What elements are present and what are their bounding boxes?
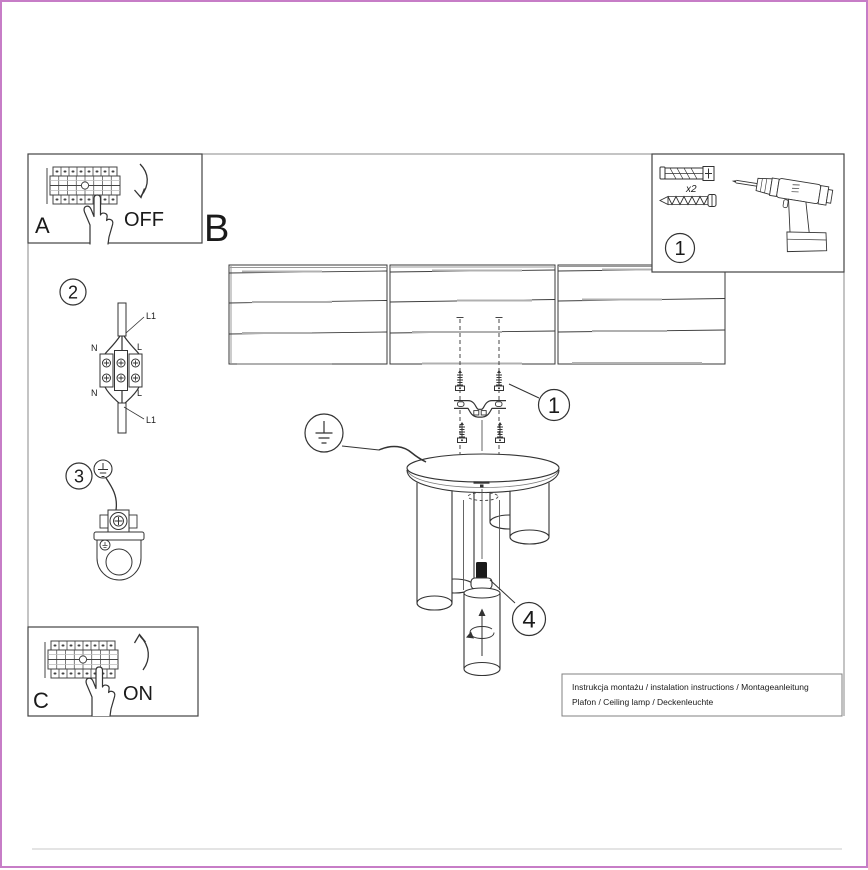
step-number: 4 (522, 607, 535, 634)
canopy-side-view (93, 531, 145, 581)
panel-c-label: C (33, 688, 49, 713)
bulb-icon (470, 562, 493, 590)
mounting-screw-icon (494, 369, 504, 391)
wall-plug-icon (659, 166, 715, 181)
wire-label: N (91, 343, 98, 353)
step-4-callout: 4 (489, 579, 547, 637)
arrow-down-icon (134, 163, 148, 199)
quantity-label: x2 (685, 184, 697, 195)
on-label: ON (123, 683, 153, 705)
breaker-panel-illustration (44, 640, 119, 679)
section-b-label: B (204, 208, 229, 250)
screw-icon (658, 194, 717, 207)
step-badge (59, 278, 87, 306)
off-label: OFF (124, 209, 164, 231)
title-block: Instrukcja montażu / instalation instruc… (561, 673, 843, 717)
parts-box: x2 1 (651, 153, 845, 273)
drill-icon (731, 177, 834, 253)
step-1-callout: 1 (508, 383, 571, 422)
flat-screw-icon (473, 481, 490, 488)
breaker-panel-illustration (46, 166, 121, 205)
panel-box-c: ON C (27, 626, 199, 717)
wire-label: L (137, 342, 142, 352)
earth-callout (304, 413, 427, 463)
wire-label: L1 (146, 415, 156, 425)
step-badge (664, 232, 696, 264)
canopy-hole (467, 492, 499, 501)
title-line-1: Instrukcja montażu / instalation instruc… (572, 682, 809, 692)
step-3-grounding: 3 (65, 459, 145, 581)
step-2-wiring: 2 L1 N L N L L1 (59, 278, 156, 434)
step-number: 1 (548, 393, 560, 418)
step-number: 3 (74, 467, 84, 487)
drill-guide-lines (456, 317, 503, 454)
mounting-screw-icon (457, 421, 467, 443)
step-badge (65, 462, 93, 490)
earth-icon (93, 459, 113, 479)
ground-wire (105, 477, 118, 511)
panel-box-a: OFF A (27, 153, 203, 245)
mounting-screw-icon (495, 421, 505, 443)
wire-label: L1 (146, 311, 156, 321)
wire-label: N (91, 388, 98, 398)
step-number: 1 (674, 238, 685, 260)
ground-terminal (99, 509, 138, 533)
detached-tube (463, 587, 501, 677)
step-badge (537, 388, 571, 422)
step-number: 2 (68, 283, 78, 303)
arrow-up-icon (133, 633, 149, 671)
tube-alignment-lines (463, 500, 500, 590)
mounting-bracket (454, 400, 506, 418)
ceiling-illustration (228, 264, 726, 365)
cable-bottom (117, 402, 127, 434)
wire-label: L (137, 388, 142, 398)
ground-wire (378, 445, 427, 463)
ceiling-canopy (406, 453, 560, 493)
panel-a-label: A (35, 213, 50, 238)
mounting-screw-icon (455, 369, 465, 391)
step-badge (511, 601, 547, 637)
cable-top (117, 302, 127, 337)
terminal-block (99, 350, 143, 391)
rotate-arrow-icon (469, 626, 495, 639)
title-line-2: Plafon / Ceiling lamp / Deckenleuchte (572, 697, 714, 707)
wires-top (104, 335, 140, 355)
